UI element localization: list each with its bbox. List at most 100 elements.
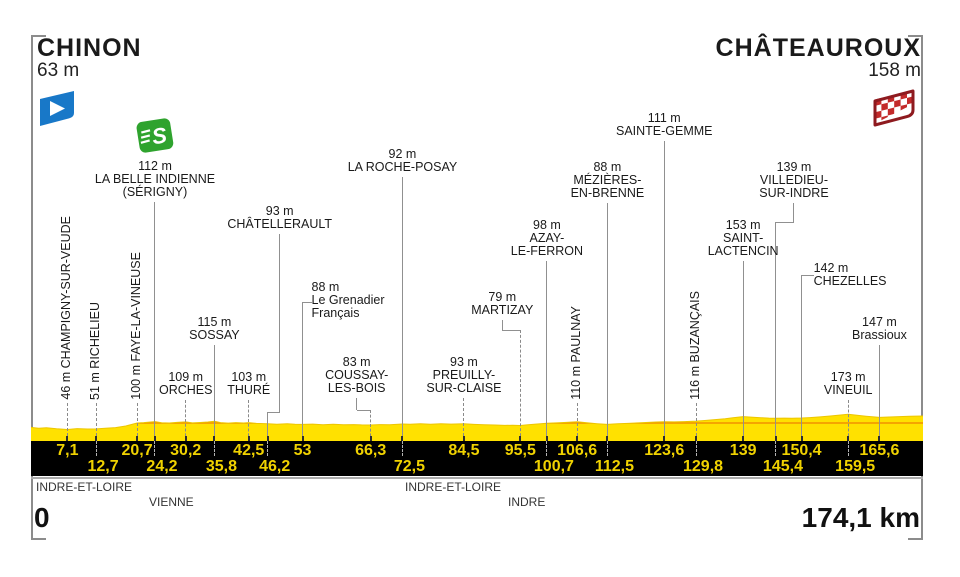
frame-arm-top-right [908,35,923,37]
region-label-indre-et-loire-2: INDRE-ET-LOIRE [405,480,502,494]
waypoint-connector [401,177,403,441]
waypoint-label-line: 103 m [231,370,267,384]
waypoint-connector [546,261,548,441]
waypoint-connector [302,302,304,441]
waypoint-label: 46 m CHAMPIGNY-SUR-VEUDE [59,216,74,400]
waypoint-label-line: EN-BRENNE [570,186,645,200]
start-town-elevation: 63 m [37,60,80,81]
distance-marker: 95,5 [504,442,536,459]
waypoint-connector [185,400,187,441]
distance-tick [136,436,139,441]
waypoint-label-line: SUR-CLAISE [426,381,502,395]
distance-marker: 159,5 [835,458,876,475]
waypoint-label-line: Brassioux [851,328,907,342]
distance-tick [800,436,803,441]
distance-marker: 165,6 [859,442,900,459]
waypoint-connector [663,141,665,441]
waypoint-connector [742,261,744,441]
bar-dashed-line [95,441,97,456]
distance-marker: 53 [293,442,312,459]
waypoint-connector [154,202,156,441]
waypoint-connector [279,234,281,412]
waypoint-connector [695,403,697,441]
waypoint-label-line: 111 m [647,111,681,125]
waypoint-label: 116 m BUZANÇAIS [688,291,703,400]
waypoint-label-line: 139 m [776,160,812,174]
waypoint-label-line: LA BELLE INDIENNE [94,172,216,186]
waypoint-label-line: 93 m [450,355,478,369]
waypoint-label-line: SAINTE-GEMME [615,124,713,138]
distance-tick [695,436,698,441]
frame-arm-top-left [31,35,46,37]
bar-dashed-line [154,441,156,456]
waypoint-connector [267,412,269,441]
waypoint-label-line: 173 m [830,370,866,384]
waypoint-connector-elbow [302,302,312,303]
distance-marker: 145,4 [762,458,803,475]
waypoint-connector [248,400,250,441]
elevation-profile [31,413,923,441]
distance-tick [247,436,250,441]
waypoint-connector [519,330,521,441]
waypoint-connector [878,345,880,441]
distance-marker: 30,2 [170,442,202,459]
distance-tick [545,436,548,441]
distance-tick [742,436,745,441]
waypoint-connector [847,400,849,441]
distance-marker: 24,2 [146,458,178,475]
distance-tick [663,436,666,441]
waypoint-label-line: MÉZIÈRES- [573,173,642,187]
distance-marker: 72,5 [393,458,426,475]
waypoint-label-line: VILLEDIEU- [759,173,828,187]
waypoint-label: 100 m FAYE-LA-VINEUSE [129,252,144,400]
waypoint-label-line: 142 m [813,261,849,275]
waypoint-label-line: VINEUIL [823,383,873,397]
distance-marker: 150,4 [781,442,822,459]
distance-tick [847,436,850,441]
waypoint-connector-elbow [801,275,814,276]
distance-marker: 123,6 [644,442,685,459]
bar-dashed-line [606,441,608,456]
total-distance-label: 174,1 km [801,502,920,533]
region-label-indre-et-loire-1: INDRE-ET-LOIRE [36,480,133,494]
waypoint-label-line: SUR-INDRE [759,186,829,200]
distance-tick [878,436,881,441]
distance-tick [66,436,69,441]
finish-town-elevation: 158 m [868,60,921,81]
waypoint-label-line: 92 m [388,147,417,161]
waypoint-label: 51 m RICHELIEU [88,302,103,400]
distance-tick [213,436,216,441]
waypoint-connector [463,398,465,441]
distance-marker: 100,7 [533,458,574,475]
waypoint-label-line: THURÉ [227,383,271,397]
bar-dashed-line [695,441,697,456]
distance-marker: 66,3 [355,442,387,459]
frame-right [921,35,923,540]
waypoint-connector [501,320,503,330]
frame-left [31,35,33,540]
waypoint-label-line: 88 m [593,160,622,174]
distance-tick [369,436,372,441]
waypoint-connector-elbow [356,410,371,411]
waypoint-label-line: MARTIZAY [471,303,534,317]
waypoint-label-line: Français [311,306,360,320]
waypoint-label: 110 m PAULNAY [569,306,584,400]
distance-tick [153,436,156,441]
distance-marker: 129,8 [682,458,724,475]
waypoint-label-line: CHÂTELLERAULT [227,217,333,231]
bar-underline [31,477,923,479]
